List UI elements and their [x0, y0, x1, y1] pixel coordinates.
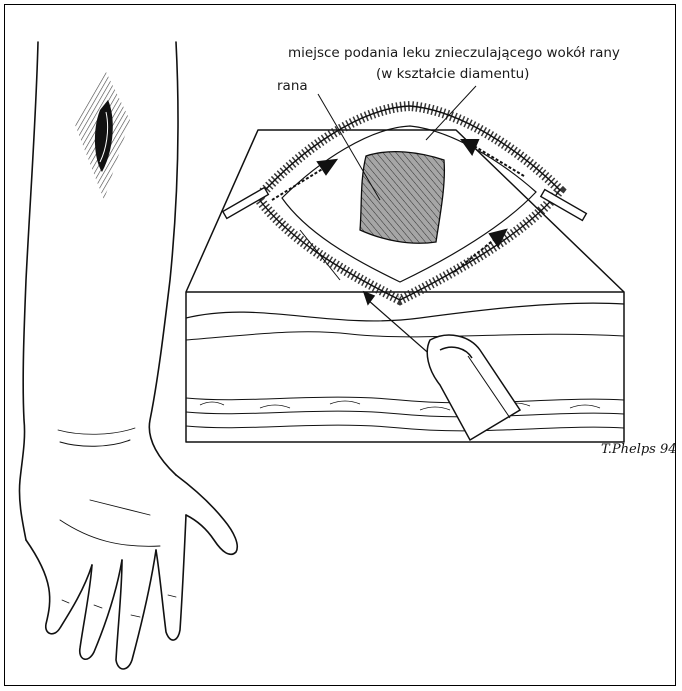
- wound-label: rana: [277, 78, 308, 94]
- anesthetic-site-label-line2: (w kształcie diamentu): [376, 66, 529, 82]
- arm-wound: [74, 72, 130, 200]
- anesthetic-site-label-line1: miejsce podania leku znieczulającego wok…: [288, 45, 620, 61]
- block-wound: [360, 152, 444, 244]
- artist-signature: T.Phelps 94: [601, 442, 677, 457]
